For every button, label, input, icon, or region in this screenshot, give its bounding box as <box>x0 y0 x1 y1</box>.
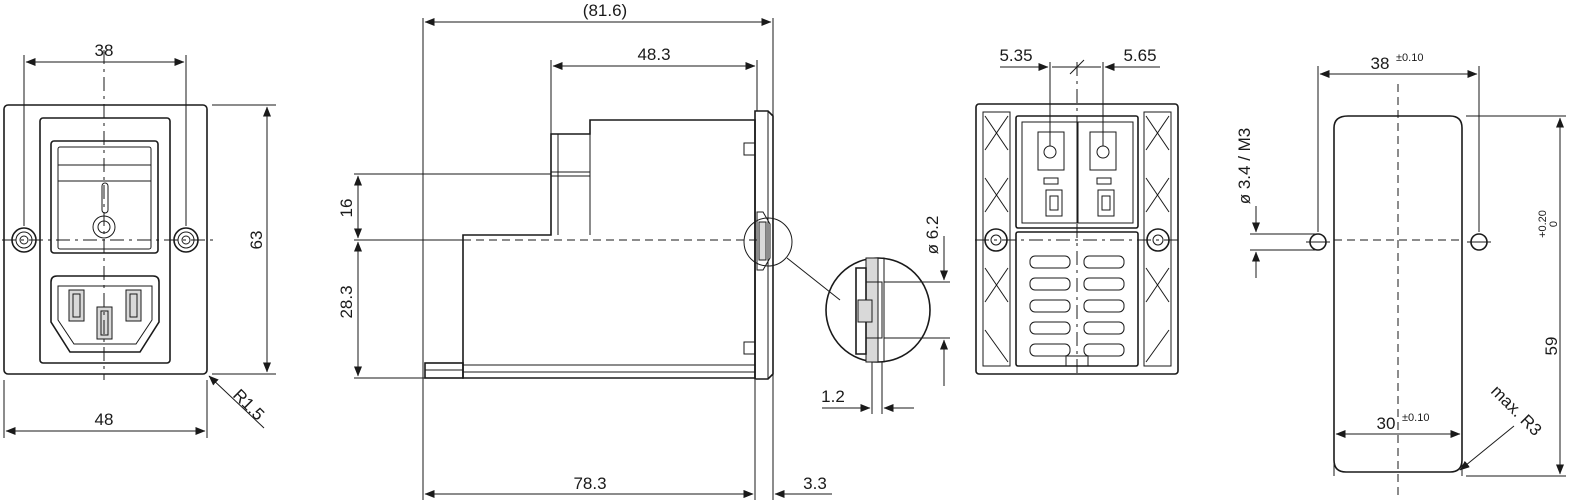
dim-flange: 3.3 <box>803 474 827 493</box>
dim-upper-height: 16 <box>337 199 356 218</box>
dim-body-depth: 78.3 <box>573 474 606 493</box>
dim-diameter: ø 6.2 <box>923 216 942 255</box>
dim-left-offset: 5.35 <box>999 46 1032 65</box>
tol-top-width: ±0.10 <box>1396 52 1423 64</box>
dim-right-offset: 5.65 <box>1123 46 1156 65</box>
front-view: 38 63 48 R1.5 <box>2 41 276 438</box>
cutout-outline <box>1333 115 1463 473</box>
tol-height-lower: 0 <box>1548 221 1560 227</box>
side-clip <box>756 211 771 271</box>
detail-leader <box>786 257 841 301</box>
rear-connectors <box>1037 131 1117 217</box>
dim-top-width: 38 <box>1371 54 1390 73</box>
rear-view: 5.35 5.65 <box>975 46 1182 378</box>
dim-panel-thickness: 1.2 <box>821 387 845 406</box>
dim-corner-radius: max. R3 <box>1487 381 1545 439</box>
side-view: (81.6) 48.3 16 28.3 78.3 3.3 <box>337 1 841 500</box>
side-body-outline <box>462 119 756 379</box>
dim-overall: (81.6) <box>583 1 627 20</box>
dim-bottom-width: 30 <box>1377 414 1396 433</box>
tol-height-upper: +0.20 <box>1537 210 1549 238</box>
dim-hole: ø 3.4 / M3 <box>1235 128 1254 205</box>
dim-radius: R1.5 <box>229 385 268 424</box>
iec-inlet <box>50 275 160 353</box>
detail-circle <box>743 217 793 267</box>
tol-bottom-width: ±0.10 <box>1402 412 1429 424</box>
dim-height-cutout: 59 <box>1542 337 1561 356</box>
rear-side-ribs <box>984 115 1170 363</box>
detail-view: ø 6.2 1.2 <box>821 216 950 414</box>
dim-height: 63 <box>247 231 266 250</box>
rear-housing-outline <box>975 103 1179 375</box>
leader-corner-radius <box>1459 425 1515 471</box>
leader-radius <box>208 375 265 429</box>
cutout-view: 38 ±0.10 59 +0.20 0 30 ±0.10 ø 3.4 / M3 … <box>1235 52 1566 496</box>
rear-vent-slots <box>1029 255 1125 367</box>
dim-lower-height: 28.3 <box>337 285 356 318</box>
dim-width: 48 <box>95 410 114 429</box>
dim-upper-depth: 48.3 <box>637 45 670 64</box>
dim-hole-spacing: 38 <box>95 41 114 60</box>
